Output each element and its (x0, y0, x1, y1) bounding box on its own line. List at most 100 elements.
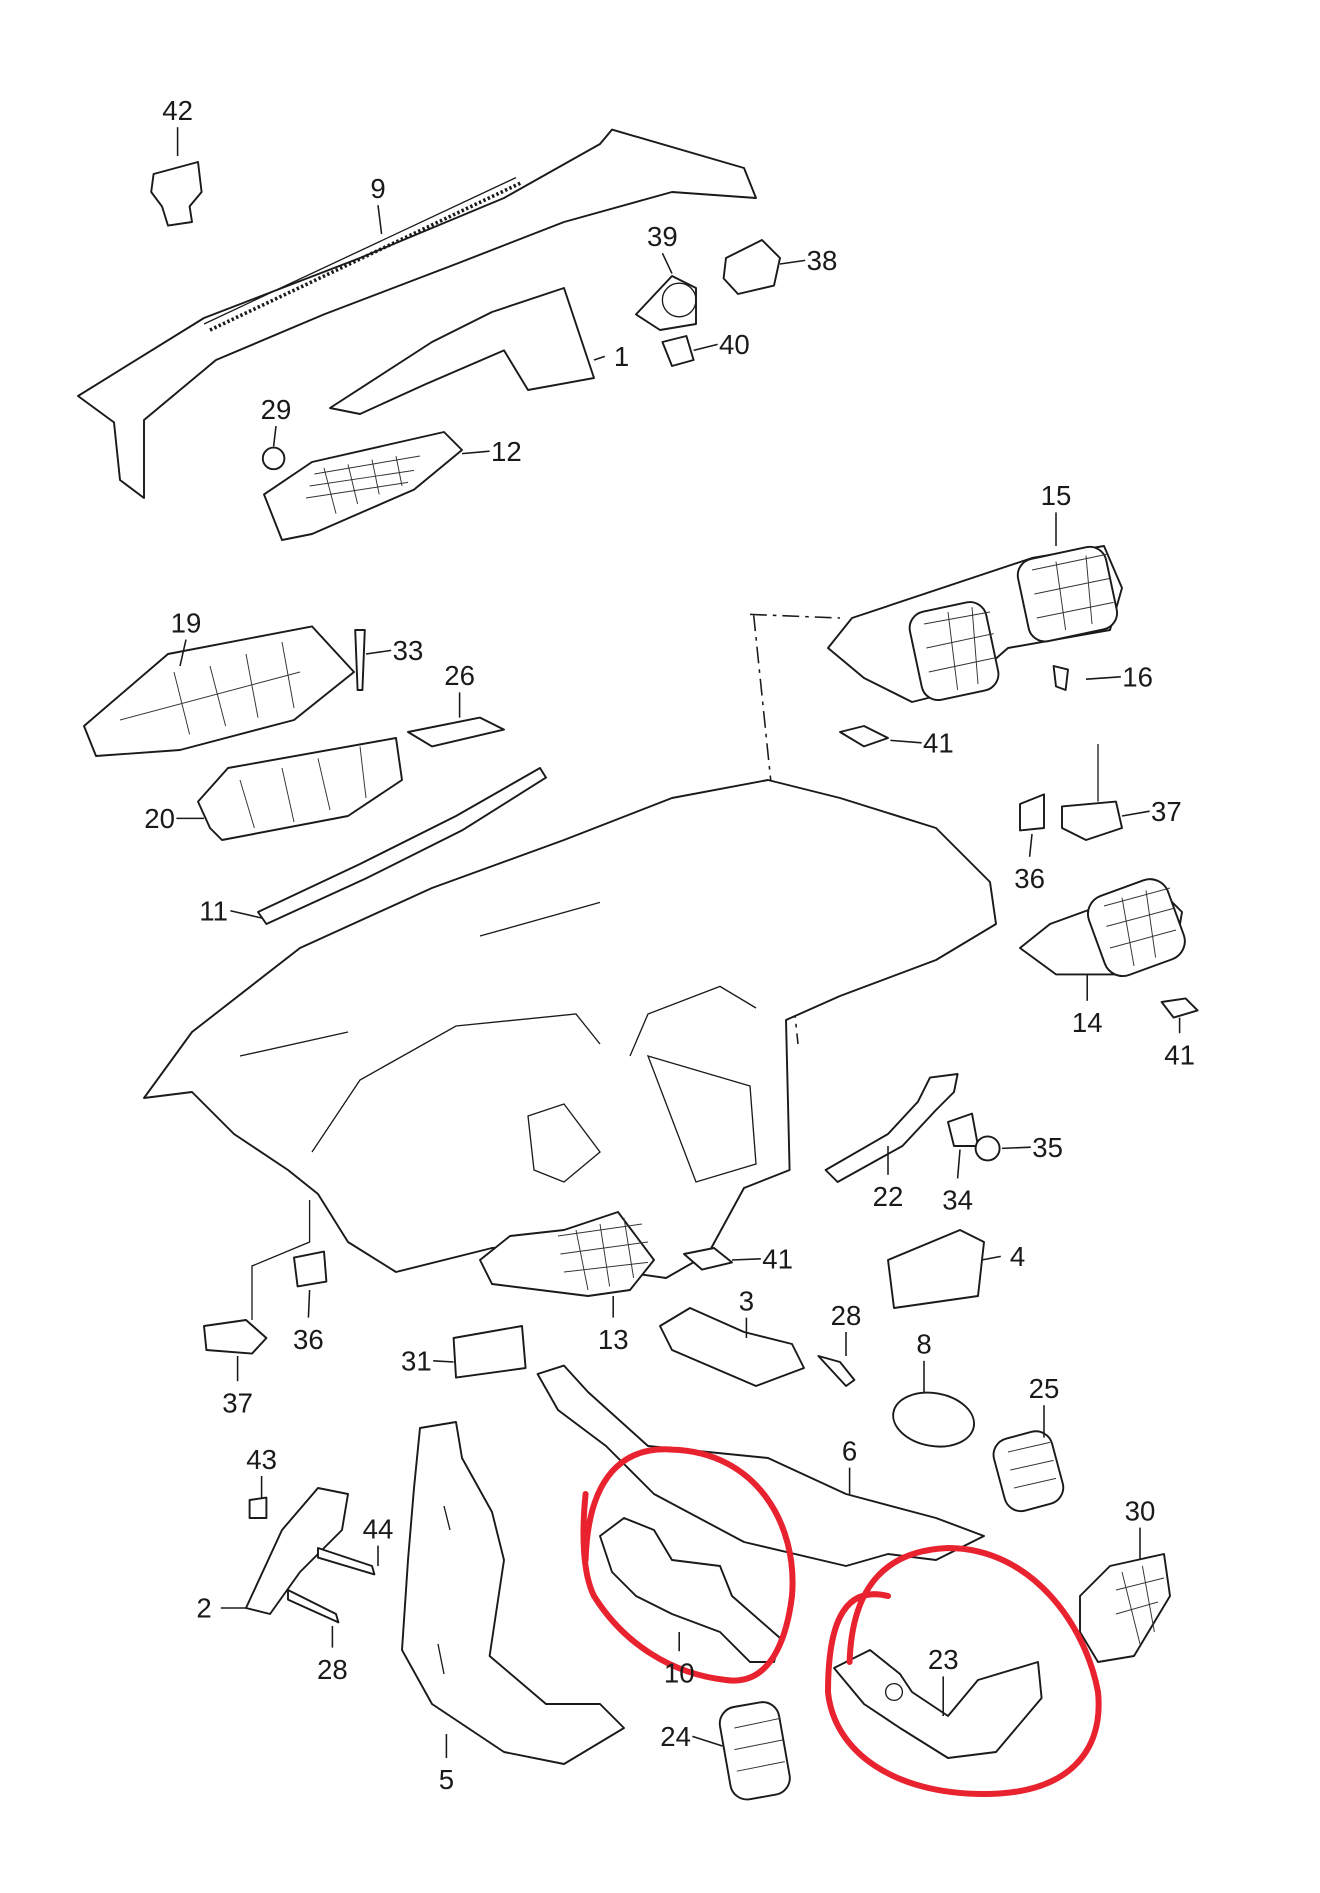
part-2-bracket (245, 1487, 349, 1615)
callout-number: 33 (393, 635, 424, 666)
vent-20-vanes (239, 746, 367, 829)
grille-mesh (305, 455, 421, 514)
cowl-seam (203, 177, 517, 325)
dashboard-contours (239, 901, 757, 1153)
highlight-circle-part-10 (580, 1446, 796, 1684)
callout-14: 14 (1072, 974, 1103, 1038)
callout-number: 2 (196, 1593, 211, 1624)
part-28-screw-lower (287, 1589, 340, 1624)
callout-number: 20 (144, 803, 175, 834)
leader-line (365, 649, 392, 655)
part-43-clip (248, 1496, 268, 1519)
part-1-duct (329, 287, 595, 415)
leader-line (433, 1360, 454, 1363)
bracket-hole (661, 282, 697, 318)
callout-20: 20 (144, 803, 205, 834)
leader-line (956, 1149, 961, 1179)
part-37-sensor-left (203, 1319, 268, 1355)
leader-line (731, 1258, 761, 1261)
part-35-grommet (974, 1135, 1001, 1162)
callout-33: 33 (365, 635, 424, 666)
part-36-clip-left (293, 1250, 328, 1288)
part-44-screw (317, 1547, 376, 1576)
part-41-clip-a (839, 725, 889, 748)
callout-number: 41 (762, 1243, 793, 1274)
leader-line (1028, 833, 1033, 857)
vent-25-louvers (1007, 1441, 1057, 1489)
callout-39: 39 (647, 221, 678, 274)
part-12-grille (263, 431, 463, 541)
callout-number: 42 (162, 95, 193, 126)
callout-number: 40 (719, 329, 750, 360)
callout-number: 14 (1072, 1007, 1103, 1038)
callout-number: 39 (647, 221, 678, 252)
callout-number: 11 (199, 895, 228, 926)
part-41-clip-c (683, 1247, 733, 1271)
part-41-clip-b (1160, 997, 1199, 1019)
part-8-plug (892, 1391, 976, 1448)
leader-line (890, 739, 922, 744)
vent-24-louvers (734, 1717, 785, 1772)
part-39-bracket (635, 275, 697, 331)
callout-number: 41 (923, 727, 954, 758)
callout-36: 36 (1014, 833, 1045, 894)
callout-35: 35 (1001, 1132, 1063, 1163)
callout-number: 23 (928, 1644, 959, 1675)
part-34-holder (947, 1112, 979, 1147)
leader-line (981, 1255, 1001, 1261)
callout-number: 22 (873, 1181, 904, 1212)
callout-41: 41 (1164, 1017, 1195, 1070)
callout-number: 16 (1122, 661, 1153, 692)
highlight-circle-part-23 (825, 1545, 1102, 1798)
callout-number: 28 (831, 1300, 862, 1331)
part-25-vent (992, 1430, 1065, 1513)
vent-15-left-grille (908, 601, 1000, 702)
callout-number: 13 (598, 1324, 629, 1355)
part-30-vent (1079, 1553, 1171, 1663)
part-13-left-vent (479, 1211, 655, 1297)
callout-37: 37 (1121, 796, 1182, 827)
part-37-sensor-right (1061, 800, 1123, 841)
left-sensor-wire (251, 1200, 311, 1321)
callout-number: 10 (664, 1657, 695, 1688)
vent-13-louvers (557, 1217, 649, 1291)
part-22-hose (824, 1073, 959, 1183)
callout-number: 28 (317, 1654, 348, 1685)
callout-40: 40 (693, 329, 750, 360)
callout-number: 37 (222, 1387, 253, 1418)
callout-number: 37 (1151, 796, 1182, 827)
callout-number: 41 (1164, 1039, 1195, 1070)
part-19-vent-housing (83, 625, 355, 757)
leader-line (693, 343, 718, 352)
callout-number: 26 (444, 660, 475, 691)
leader-line (1001, 1146, 1031, 1150)
part-38-sensor (722, 239, 781, 295)
callout-number: 43 (246, 1444, 277, 1475)
callout-number: 1 (614, 341, 629, 372)
callout-28: 28 (317, 1626, 348, 1685)
leader-line (377, 205, 383, 235)
part-5-duct (401, 1421, 625, 1765)
leader-line (692, 1735, 723, 1747)
callout-number: 35 (1032, 1132, 1063, 1163)
callout-number: 5 (439, 1764, 454, 1795)
part-26-cover (407, 716, 505, 748)
callout-number: 19 (171, 607, 202, 638)
callout-31: 31 (401, 1345, 454, 1376)
vent-15-right-grille (1016, 545, 1118, 643)
callout-16: 16 (1085, 661, 1153, 692)
callout-number: 38 (807, 245, 838, 276)
callout-37: 37 (222, 1356, 253, 1418)
callout-number: 25 (1029, 1373, 1060, 1404)
vent-15-louvers (923, 553, 1114, 691)
part-11-defrost-strip (257, 767, 547, 925)
duct-23-hole (884, 1682, 904, 1702)
callout-number: 12 (491, 436, 522, 467)
callout-15: 15 (1041, 480, 1071, 547)
callout-number: 4 (1010, 1241, 1025, 1272)
callout-36: 36 (293, 1289, 324, 1355)
callout-number: 9 (370, 173, 385, 204)
callout-19: 19 (171, 607, 202, 667)
callout-12: 12 (461, 436, 522, 467)
callout-26: 26 (444, 660, 475, 718)
